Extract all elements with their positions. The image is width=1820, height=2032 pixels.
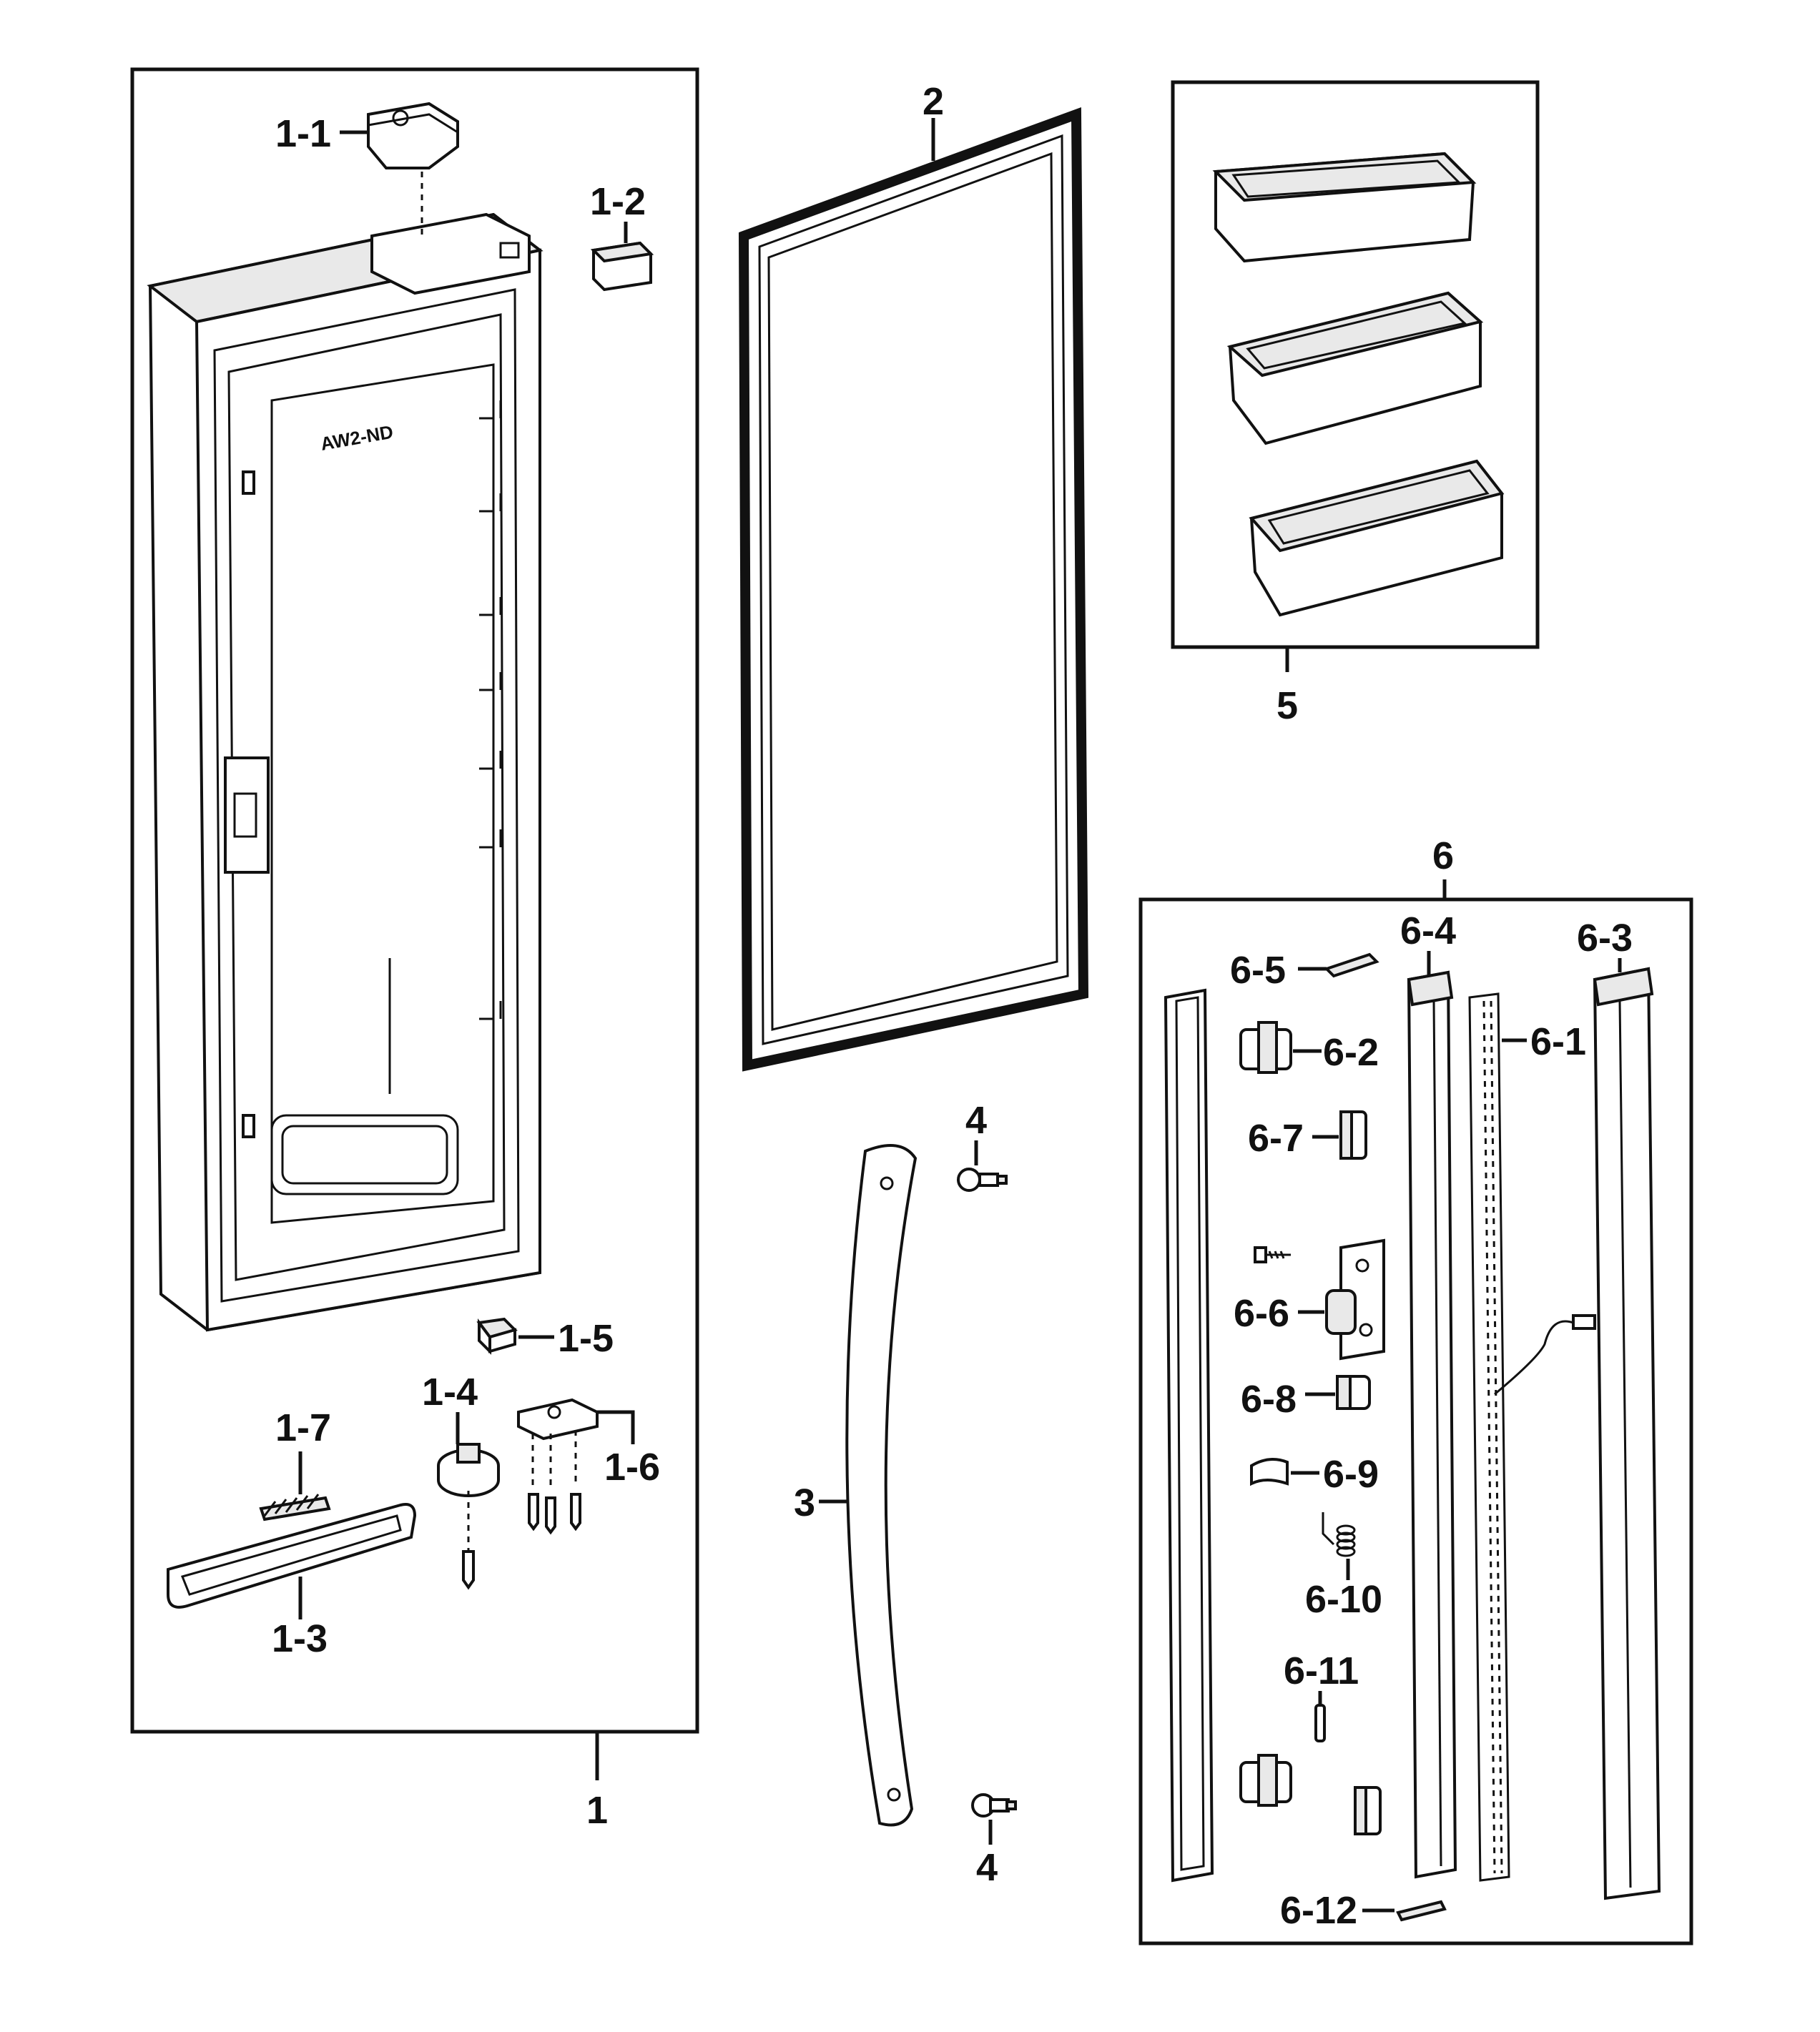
label-6-6: 6-6 [1234, 1292, 1289, 1335]
assembly-5-bins: 5 [1171, 80, 1540, 727]
label-6-9: 6-9 [1323, 1453, 1379, 1496]
part-1-5-block [476, 1317, 518, 1355]
part-1-1-hinge-cover [367, 102, 459, 236]
part-1-2-cap [590, 241, 654, 292]
label-1-5: 1-5 [558, 1317, 614, 1360]
label-6-4: 6-4 [1400, 909, 1456, 952]
label-5: 5 [1277, 684, 1298, 727]
bin-bottom [1249, 459, 1505, 617]
part-6-5-pin [1324, 952, 1379, 978]
label-1-7: 1-7 [275, 1406, 331, 1449]
label-6-3: 6-3 [1577, 917, 1633, 960]
label-6-10: 6-10 [1305, 1578, 1382, 1621]
label-1-2: 1-2 [590, 180, 646, 223]
part-6-4-rail [1407, 970, 1457, 1879]
label-4-top: 4 [965, 1099, 987, 1142]
part-1-6-bracket [517, 1398, 599, 1535]
part-6-3-rail [1593, 967, 1661, 1900]
part-1-3-bottom-cover [167, 1503, 417, 1609]
label-1-1: 1-1 [275, 112, 331, 155]
part-6-10-spring [1322, 1512, 1356, 1557]
label-6-5: 6-5 [1230, 949, 1286, 992]
left-rail [1164, 988, 1214, 1883]
label-1-6: 1-6 [604, 1446, 660, 1489]
label-6-2: 6-2 [1323, 1031, 1379, 1074]
part-6-1-heater [1468, 992, 1596, 1882]
part-6-11-pin [1314, 1704, 1326, 1742]
part-1-7-strip [259, 1494, 331, 1521]
part-6-9-clip [1250, 1458, 1289, 1486]
label-3: 3 [794, 1481, 815, 1524]
part-2-door-gasket [738, 107, 1089, 1072]
assembly-1-box [130, 67, 699, 1734]
door-panel: AW2-ND [147, 212, 543, 1332]
screw-6-6 [1254, 1246, 1291, 1263]
label-6-8: 6-8 [1241, 1378, 1297, 1421]
lower-hinge [1239, 1754, 1292, 1807]
part-6-2-hinge [1239, 1021, 1292, 1074]
part-4-screw-bottom [971, 1793, 1017, 1818]
assembly-5-box [1171, 80, 1540, 649]
part-6-12-plate [1396, 1900, 1447, 1922]
label-6-11: 6-11 [1284, 1649, 1359, 1692]
label-4-bottom: 4 [976, 1846, 998, 1889]
part-6-7-clip [1339, 1110, 1367, 1160]
label-6-12: 6-12 [1280, 1889, 1357, 1932]
label-6-7: 6-7 [1248, 1117, 1304, 1160]
label-1-4: 1-4 [422, 1371, 478, 1414]
part-1-4-hinge-cam [437, 1443, 500, 1590]
part-6-8-stopper [1336, 1375, 1371, 1410]
bin-middle [1226, 291, 1484, 445]
label-1-3: 1-3 [272, 1617, 328, 1660]
label-2: 2 [923, 80, 944, 123]
assembly-6-box [1138, 897, 1693, 1945]
label-6: 6 [1432, 834, 1454, 877]
part-3-handle [845, 1144, 918, 1827]
assembly-1-door-group: AW2-ND 1-1 1-2 1-5 [130, 67, 699, 1832]
assembly-6-flipper: 6 6-4 6-1 6-3 [1138, 834, 1693, 1945]
bin-top [1212, 152, 1477, 263]
part-4-screw-top [957, 1168, 1008, 1192]
label-6-1: 6-1 [1530, 1020, 1586, 1063]
label-1: 1 [586, 1789, 608, 1832]
part-6-6-bracket [1325, 1238, 1385, 1361]
lower-clip [1354, 1786, 1382, 1835]
